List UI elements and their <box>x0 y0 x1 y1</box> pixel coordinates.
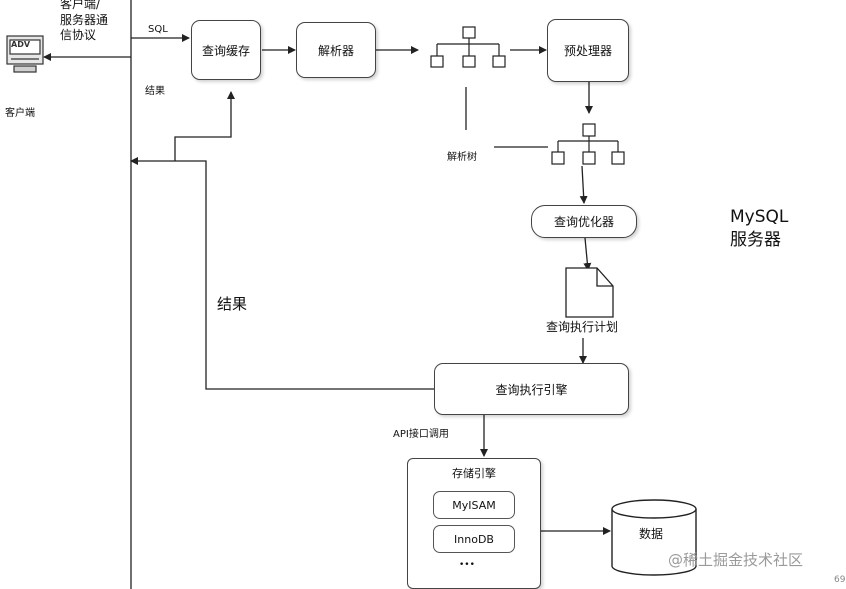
result-label-small: 结果 <box>145 86 165 97</box>
client-icon-text: ADV <box>11 40 31 49</box>
parse-tree-label: 解析树 <box>447 152 477 163</box>
data-label: 数据 <box>639 527 664 541</box>
server-title-line1: MySQL <box>730 207 789 227</box>
result-to-cache-path <box>174 91 235 161</box>
server-title: MySQL 服务器 <box>730 206 788 252</box>
result-label-big: 结果 <box>217 295 248 313</box>
protocol-label-line3: 信协议 <box>60 28 97 43</box>
client-monitor-icon <box>6 35 44 73</box>
database-cylinder-icon <box>611 499 697 576</box>
preprocessor-box: 预处理器 <box>547 19 629 82</box>
server-title-line2: 服务器 <box>730 229 781 250</box>
protocol-label-line2: 服务器通 <box>60 12 109 27</box>
storage-engine-box: 存储引擎 <box>407 458 541 589</box>
client-label: 客户端 <box>5 108 35 119</box>
api-call-label: API接口调用 <box>393 429 449 440</box>
result-path <box>130 157 434 390</box>
protocol-label-line1: 客户端/ <box>60 0 101 11</box>
innodb-box: InnoDB <box>433 525 515 553</box>
watermark-text: @稀土掘金技术社区 <box>668 551 804 569</box>
parse-tree-1 <box>430 26 506 68</box>
plan-document-icon <box>565 267 614 318</box>
parser-box: 解析器 <box>296 22 376 78</box>
corner-number: 69 <box>834 575 846 585</box>
optimizer-box: 查询优化器 <box>531 205 637 238</box>
executor-box: 查询执行引擎 <box>434 363 629 415</box>
execution-plan-label: 查询执行计划 <box>546 320 619 334</box>
tree-to-optimizer-arrow <box>579 165 588 204</box>
parse-tree-2 <box>551 123 625 165</box>
protocol-label: 客户端/ 服务器通 信协议 <box>60 0 108 44</box>
storage-engine-label: 存储引擎 <box>452 467 496 480</box>
query-cache-box: 查询缓存 <box>191 20 261 80</box>
optimizer-to-plan-arrow <box>583 237 592 271</box>
more-engines-ellipsis: ••• <box>459 560 475 570</box>
sql-label: SQL <box>148 24 168 35</box>
myisam-box: MyISAM <box>433 491 515 519</box>
